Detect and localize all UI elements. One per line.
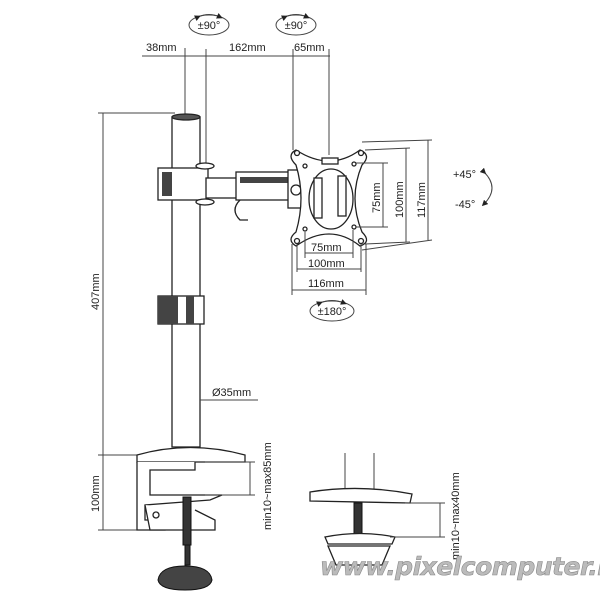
- svg-text:+45°: +45°: [453, 169, 476, 181]
- rotation-badge-plate: ±180°: [309, 299, 355, 322]
- svg-text:±180°: ±180°: [318, 306, 347, 318]
- rotation-badge-joint-1: ±90°: [188, 13, 230, 36]
- svg-text:100mm: 100mm: [308, 258, 345, 270]
- diameter-label: Ø35mm: [200, 387, 258, 401]
- rotation-label: ±90°: [198, 20, 221, 32]
- rotation-label: ±90°: [285, 20, 308, 32]
- svg-text:100mm: 100mm: [394, 181, 406, 218]
- dim-label: min10~max85mm: [262, 442, 274, 530]
- arm: [157, 162, 303, 221]
- dim-label: 407mm: [90, 273, 102, 310]
- pole-height-dimension: 407mm 100mm: [90, 112, 175, 531]
- svg-text:117mm: 117mm: [416, 182, 428, 218]
- vesa-plate: [290, 149, 368, 247]
- svg-text:75mm: 75mm: [371, 182, 383, 213]
- tilt-indicator: +45° -45°: [453, 167, 493, 211]
- desk-clamp: min10~max85mm: [136, 442, 274, 591]
- svg-text:-45°: -45°: [455, 199, 475, 211]
- dim-label: 38mm: [146, 42, 177, 54]
- dim-label: 100mm: [90, 475, 102, 512]
- svg-text:Ø35mm: Ø35mm: [212, 387, 251, 399]
- vesa-horizontal-dimensions: 75mm 100mm 116mm: [291, 230, 367, 295]
- watermark: www.pixelcomputer.hu: [320, 552, 600, 581]
- dim-label: 162mm: [229, 42, 266, 54]
- dim-label: min10~max40mm: [450, 472, 462, 560]
- grommet-mount: min10~max40mm: [309, 453, 462, 566]
- rotation-badge-joint-2: ±90°: [275, 13, 317, 36]
- dim-label: 65mm: [294, 42, 325, 54]
- top-dimension-line: 38mm 162mm 65mm: [142, 42, 330, 165]
- svg-text:116mm: 116mm: [308, 278, 344, 290]
- svg-text:75mm: 75mm: [311, 242, 342, 254]
- vesa-vertical-dimensions: 75mm 100mm 117mm: [356, 139, 433, 251]
